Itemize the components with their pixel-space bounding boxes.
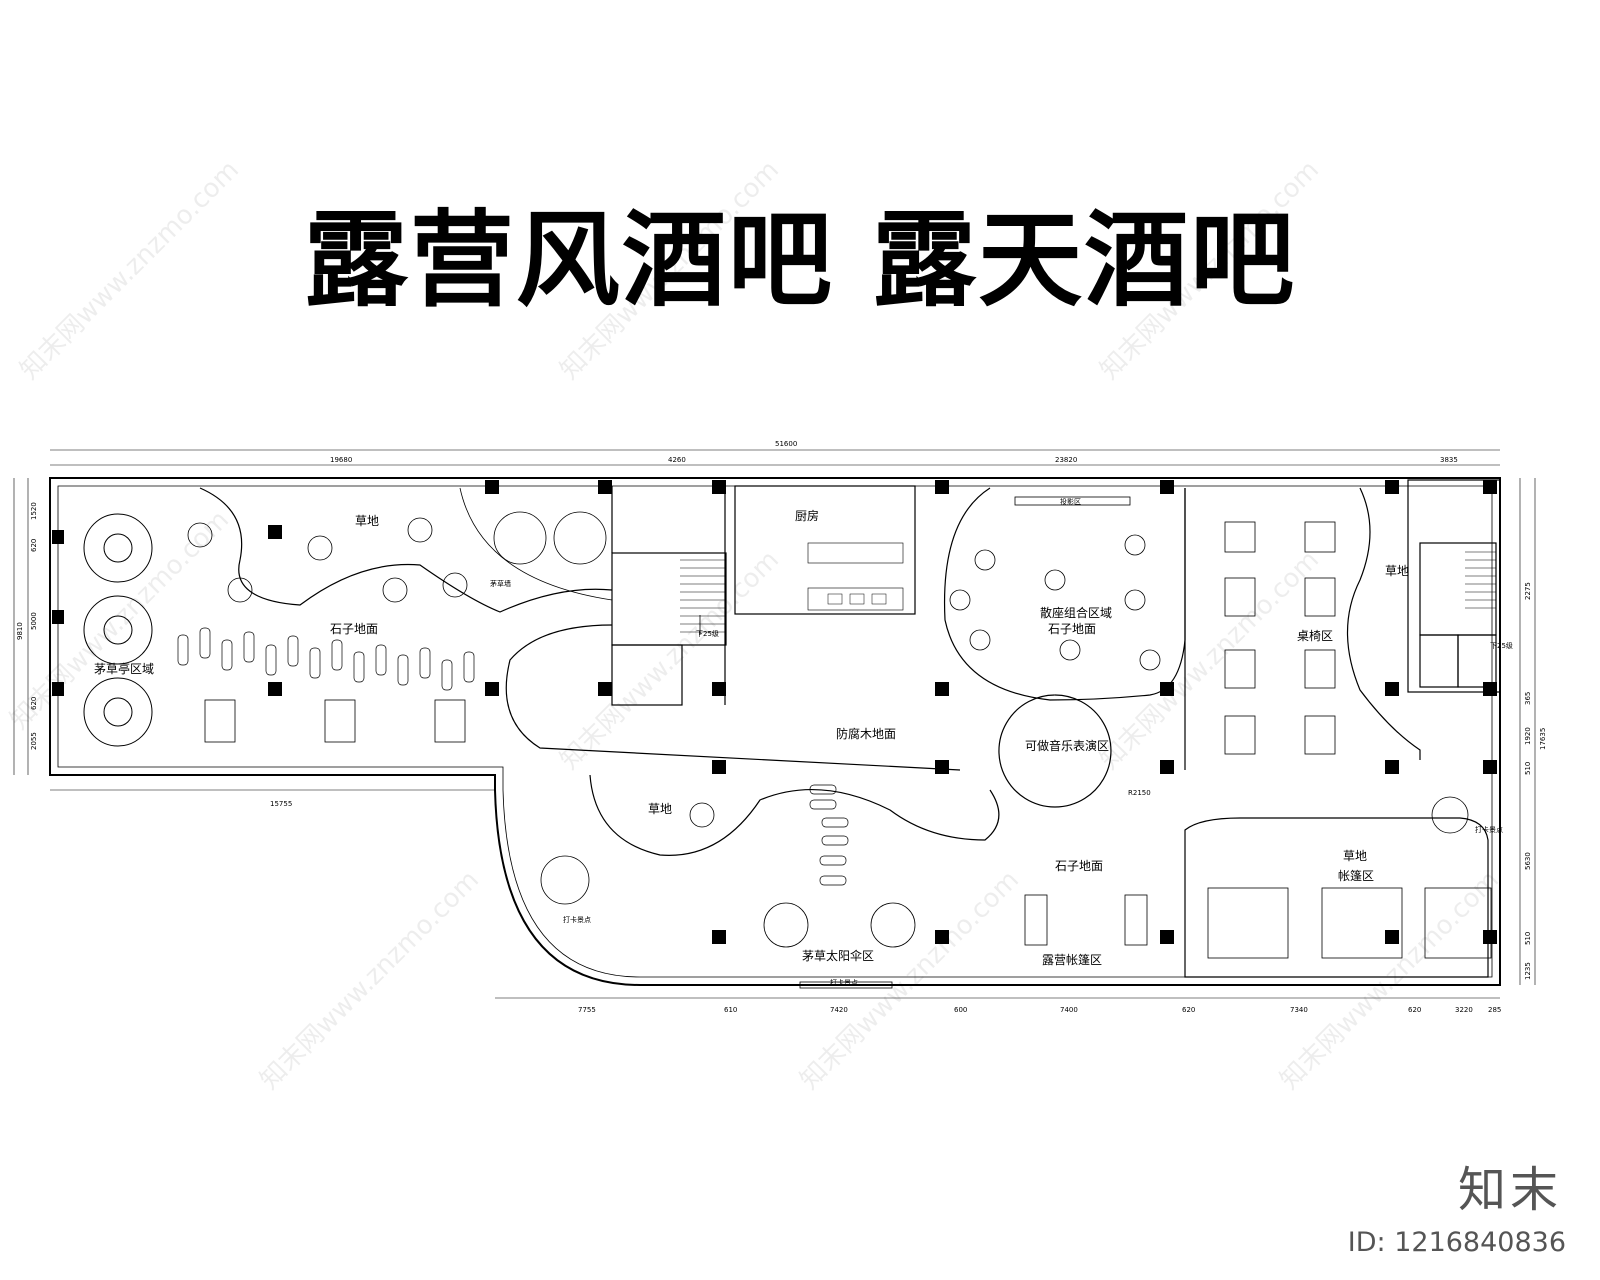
label-scatter-seating: 散座组合区域	[1040, 605, 1112, 620]
dim-right-4: 510	[1524, 762, 1532, 775]
dim-bottom-1: 7755	[578, 1006, 596, 1014]
dim-right-5: 5630	[1524, 852, 1532, 870]
label-thatched-wall: 茅草墙	[490, 579, 511, 588]
dim-left-total: 9810	[16, 622, 24, 640]
label-tent-zone: 帐篷区	[1338, 868, 1374, 883]
label-stair-down-left: 下25级	[696, 629, 719, 638]
label-grass-top: 草地	[355, 514, 379, 528]
dim-bottom-9: 3220	[1455, 1006, 1473, 1014]
dim-right-3: 1920	[1524, 727, 1532, 745]
dim-top-4: 3835	[1440, 456, 1458, 464]
label-table-chair: 桌椅区	[1297, 629, 1333, 643]
grass-curve-top	[199, 487, 613, 613]
dim-right-1: 2275	[1524, 582, 1532, 600]
dim-bottom-8: 620	[1408, 1006, 1421, 1014]
dim-top-1: 19680	[330, 456, 352, 464]
label-camping-tent-zone: 露营帐篷区	[1042, 952, 1102, 967]
dim-right-6: 510	[1524, 932, 1532, 945]
dim-bottom-7: 7340	[1290, 1006, 1308, 1014]
label-stone-floor-left: 石子地面	[330, 622, 378, 636]
dim-right-total: 17635	[1539, 728, 1547, 750]
wood-floor-edge	[505, 624, 961, 771]
dim-top-2: 4260	[668, 456, 686, 464]
label-stone-floor-bottom: 石子地面	[1055, 859, 1103, 873]
label-wood-floor: 防腐木地面	[836, 726, 896, 741]
dim-left-bottom: 15755	[270, 800, 292, 808]
stepping-stones	[177, 627, 849, 886]
id-label: ID: 1216840836	[1347, 1227, 1566, 1258]
label-photo-spot-right: 打卡景点	[1475, 825, 1503, 834]
stage-circle	[998, 694, 1112, 808]
dim-top-3: 23820	[1055, 456, 1077, 464]
dim-left-1: 1520	[30, 502, 38, 520]
label-music-stage: 可做音乐表演区	[1025, 738, 1109, 753]
dim-right-2: 365	[1524, 692, 1532, 705]
label-grass-tent: 草地	[1343, 849, 1367, 863]
dim-left-3: 5000	[30, 612, 38, 630]
round-tables	[187, 511, 1469, 948]
right-grass-curve	[1347, 487, 1421, 760]
label-projection: 投影区	[1060, 497, 1081, 506]
label-stage-radius: R2150	[1128, 789, 1151, 797]
label-stone-floor-mid: 石子地面	[1048, 622, 1096, 636]
structural-columns	[52, 480, 1497, 944]
label-umbrella-zone: 茅草太阳伞区	[802, 948, 874, 963]
dim-bottom-4: 600	[954, 1006, 967, 1014]
drawing-title: 露营风酒吧 露天酒吧	[303, 198, 1297, 321]
dim-bottom-10: 285	[1488, 1006, 1501, 1014]
dim-bottom-6: 620	[1182, 1006, 1195, 1014]
label-grass-mid: 草地	[648, 802, 672, 816]
dim-bottom-2: 610	[724, 1006, 737, 1014]
label-stair-down-right: 下25级	[1490, 641, 1513, 650]
dim-left-4: 620	[30, 697, 38, 710]
scatter-area-edge	[943, 487, 1186, 701]
pavilion-tables	[83, 513, 153, 747]
dim-right-7: 1235	[1524, 962, 1532, 980]
dim-left-5: 2055	[30, 732, 38, 750]
rect-tables	[204, 496, 1492, 989]
grass-mid-curve	[589, 774, 1000, 856]
tent-area	[1184, 817, 1489, 978]
outer-wall	[49, 477, 1501, 986]
label-thatched-pavilion: 茅草亭区域	[94, 661, 154, 676]
label-photo-spot-bottom: 打卡景点	[830, 978, 858, 987]
dim-total: 51600	[775, 440, 797, 448]
label-grass-right: 草地	[1385, 564, 1409, 578]
dim-bottom-3: 7420	[830, 1006, 848, 1014]
dim-bottom-5: 7400	[1060, 1006, 1078, 1014]
dim-left-2: 620	[30, 539, 38, 552]
label-photo-spot-left: 打卡景点	[563, 915, 591, 924]
label-kitchen: 厨房	[795, 508, 819, 523]
brand-logo: 知末	[1457, 1162, 1562, 1218]
